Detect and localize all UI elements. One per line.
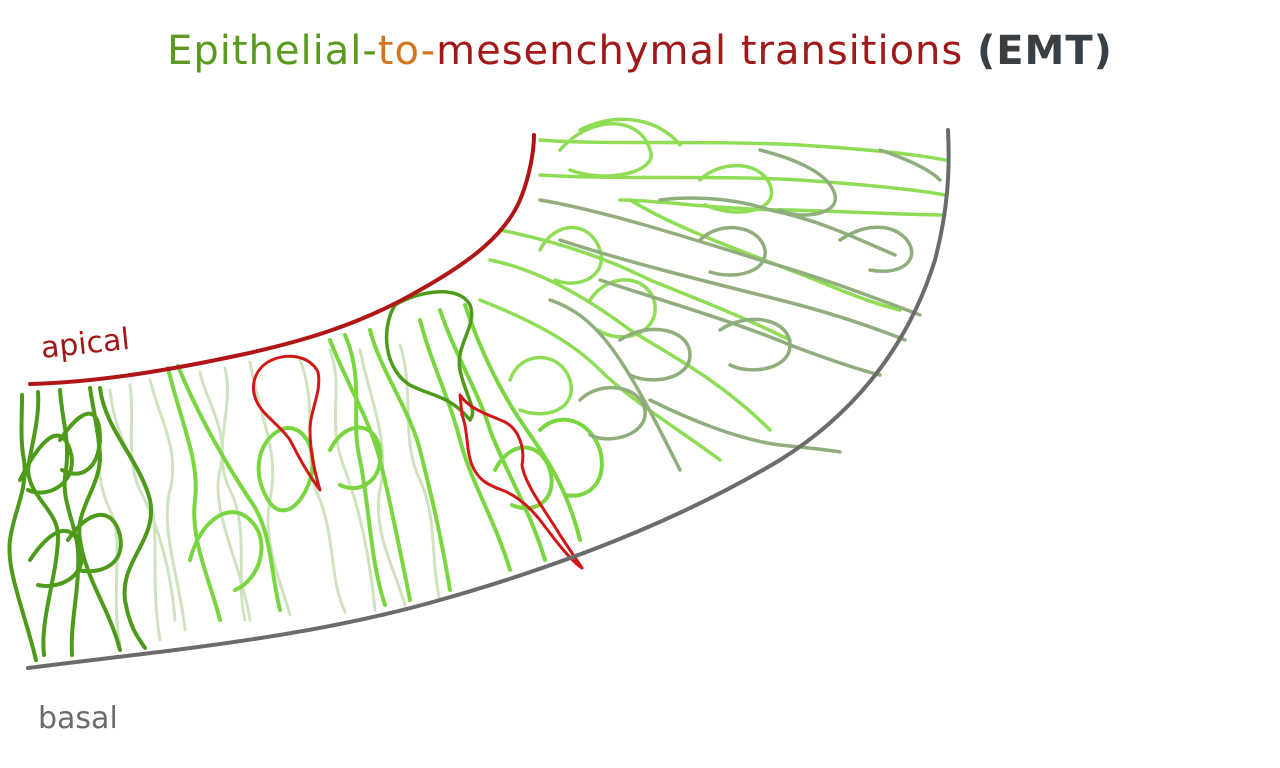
emt-cell-right [458, 393, 584, 570]
apical-label: apical [39, 322, 131, 366]
title-part-to: to- [378, 28, 436, 74]
basal-membrane [26, 128, 951, 670]
dark-epithelial-cells [7, 386, 154, 662]
emt-cells [252, 354, 584, 570]
title-part-emt: (EMT) [977, 28, 1113, 74]
title-part-mesenchymal: mesenchymal transitions [436, 28, 977, 74]
mesenchymal-cells-grey [538, 148, 942, 472]
basal-label: basal [38, 701, 118, 736]
transitioning-cells [166, 303, 604, 622]
elongating-cell [384, 290, 475, 422]
apical-membrane [28, 133, 536, 386]
diagram-title: Epithelial-to-mesenchymal transitions (E… [167, 28, 1113, 74]
tissue-layer [7, 117, 951, 670]
title-part-epithelial: Epithelial- [167, 28, 378, 74]
emt-cell-left [252, 354, 322, 492]
mesenchymal-cells-light [478, 117, 947, 462]
